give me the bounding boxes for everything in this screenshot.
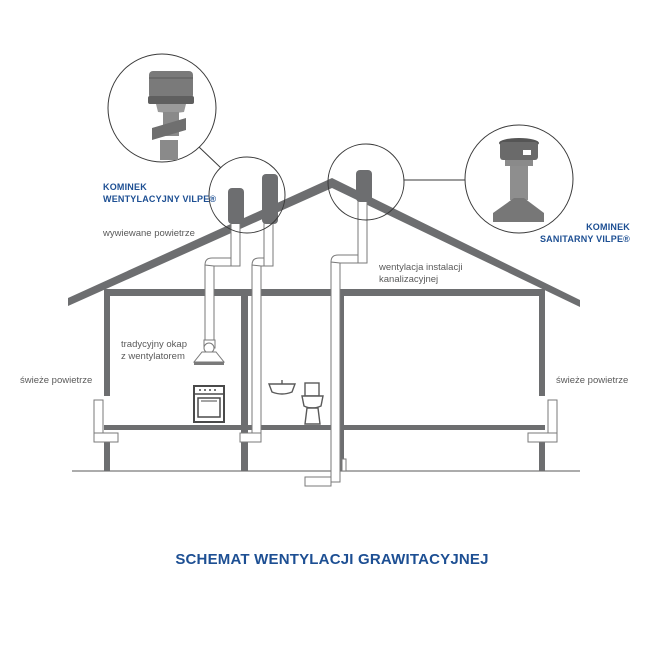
label-kominek-wentylacyjny-line2: WENTYLACYJNY VILPE® (103, 194, 217, 204)
label-wentylacja-line2: kanalizacyjnej (379, 274, 439, 285)
floors (104, 425, 545, 430)
label-wentylacja-line1: wentylacja instalacji (379, 262, 463, 273)
ceiling-beam (104, 289, 545, 296)
label-wentylacja-instalacji: wentylacja instalacji kanalizacyjnej (379, 262, 462, 286)
walls (104, 296, 545, 471)
chimney-caps (228, 170, 372, 224)
label-kominek-sanitarny: KOMINEK SANITARNY VILPE® (520, 221, 630, 245)
label-swieze-powietrze-left: świeże powietrze (20, 375, 93, 386)
label-okap-line2: z wentylatorem (121, 351, 185, 362)
callout-circles (107, 53, 574, 234)
label-tradycyjny-okap: tradycyjny okap z wentylatorem (121, 339, 187, 363)
label-okap-line1: tradycyjny okap (121, 339, 188, 350)
label-kominek-wentylacyjny: KOMINEK WENTYLACYJNY VILPE® (103, 181, 216, 205)
label-kominek-wentylacyjny-line1: KOMINEK (103, 182, 147, 192)
vent-pipes (93, 199, 558, 487)
label-kominek-sanitarny-line1: KOMINEK (586, 222, 630, 232)
label-kominek-sanitarny-line2: SANITARNY VILPE® (539, 234, 630, 244)
label-wywiewane-powietrze: wywiewane powietrze (103, 228, 195, 239)
sanitary-cowl-product (493, 138, 544, 222)
kitchen-hood (192, 339, 226, 365)
washbasin (267, 380, 297, 395)
diagram-title: SCHEMAT WENTYLACJI GRAWITACYJNEJ (175, 551, 489, 568)
stove (193, 385, 225, 423)
ventilation-cowl-product (148, 71, 194, 160)
toilet (301, 382, 324, 425)
label-swieze-powietrze-right: świeże powietrze (556, 375, 629, 386)
